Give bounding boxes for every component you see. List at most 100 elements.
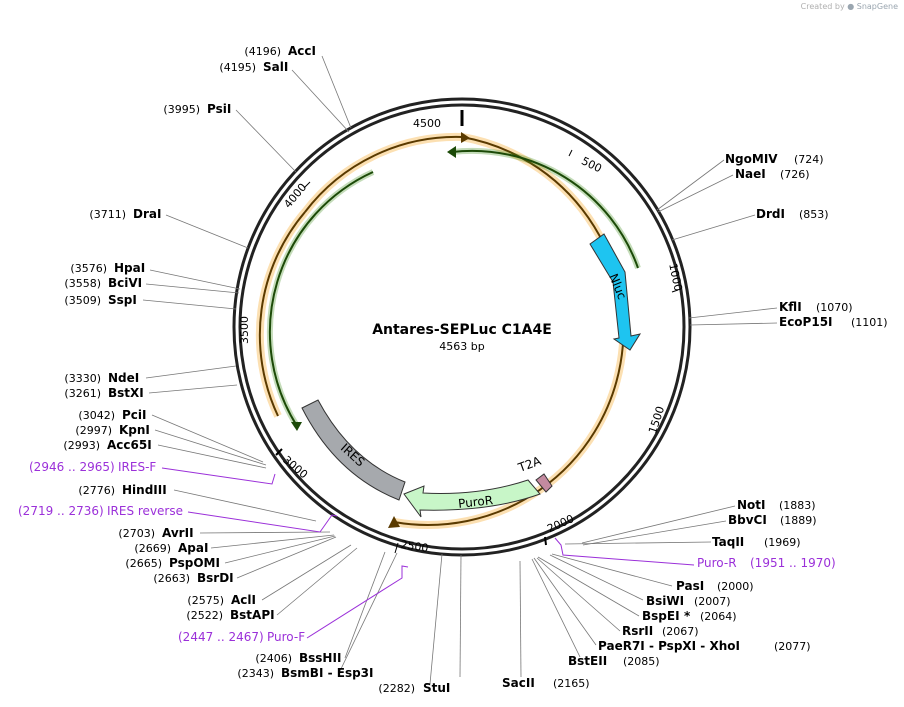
site-pos: (3711) (89, 208, 126, 221)
backbone-outer (232, 97, 692, 557)
primer-lines (161, 467, 695, 639)
site-pos: (4195) (219, 61, 256, 74)
site-name[interactable]: BstXI (108, 386, 144, 400)
site-pos: (3558) (64, 277, 101, 290)
site-pos: (1883) (779, 499, 816, 512)
site-name[interactable]: EcoP15I (779, 315, 833, 329)
snapgene-credit: Created by ● SnapGene (801, 2, 898, 11)
site-name[interactable]: PasI (676, 579, 704, 593)
site-name[interactable]: BsiWI (646, 594, 684, 608)
primer-name[interactable]: Puro-F (267, 630, 305, 644)
site-pos: (2997) (75, 424, 112, 437)
primer-name[interactable]: IRES-F (118, 460, 156, 474)
left-leader-lines (142, 55, 443, 685)
site-name[interactable]: AccI (288, 44, 316, 58)
site-pos: (3576) (70, 262, 107, 275)
site-name[interactable]: NaeI (735, 167, 766, 181)
site-pos: (2703) (118, 527, 155, 540)
site-name[interactable]: BbvCI (728, 513, 767, 527)
site-name[interactable]: Acc65I (107, 438, 152, 452)
orange-arc-head-start (461, 132, 470, 143)
green-arc2-line (268, 171, 374, 427)
site-name[interactable]: PspOMI (169, 556, 220, 570)
site-name[interactable]: BsrDI (197, 571, 234, 585)
site-name[interactable]: BsmBI - Esp3I (281, 666, 373, 680)
site-pos: (2575) (187, 594, 224, 607)
site-name[interactable]: PsiI (207, 102, 231, 116)
green-arc2-head (291, 422, 302, 431)
site-name[interactable]: HindIII (122, 483, 167, 497)
site-name[interactable]: ApaI (178, 541, 208, 555)
site-pos: (2165) (553, 677, 590, 690)
site-pos: (1969) (764, 536, 801, 549)
site-pos: (2669) (134, 542, 171, 555)
site-mark: * (684, 609, 691, 623)
tick-500: 500 (579, 154, 604, 175)
primer-name[interactable]: Puro-R (697, 556, 737, 570)
t2a-feature[interactable] (535, 473, 553, 493)
site-pos: (2007) (694, 595, 731, 608)
site-name[interactable]: KpnI (119, 423, 150, 437)
site-name[interactable]: SacII (502, 676, 535, 690)
site-name[interactable]: BspEI (642, 609, 680, 623)
puror-feature-arrow[interactable] (403, 479, 541, 518)
site-name[interactable]: PciI (122, 408, 147, 422)
site-name[interactable]: TaqII (712, 535, 744, 549)
site-name[interactable]: NotI (737, 498, 766, 512)
site-name[interactable]: StuI (423, 681, 450, 695)
site-name[interactable]: PaeR7I - PspXI - XhoI (598, 639, 740, 653)
primer-name[interactable]: IRES reverse (107, 504, 183, 518)
site-name[interactable]: SspI (108, 293, 137, 307)
site-pos: (2000) (717, 580, 754, 593)
primer-range: (2719 .. 2736) (18, 504, 104, 518)
ires-feature-arrow[interactable] (301, 399, 406, 501)
site-pos: (2522) (186, 609, 223, 622)
site-name[interactable]: BstAPI (230, 608, 275, 622)
site-name[interactable]: DrdI (756, 207, 785, 221)
site-pos: (726) (780, 168, 810, 181)
site-pos: (2085) (623, 655, 660, 668)
site-name[interactable]: BciVI (108, 276, 142, 290)
backbone-inner (238, 103, 686, 551)
site-name[interactable]: SalI (263, 60, 288, 74)
nluc-feature-arrow[interactable] (589, 233, 642, 351)
site-pos: (2665) (125, 557, 162, 570)
site-pos: (3330) (64, 372, 101, 385)
primer-range: (2447 .. 2467) (178, 630, 264, 644)
plasmid-length: 4563 bp (439, 340, 484, 353)
site-pos: (2077) (774, 640, 811, 653)
tick-4500: 4500 (413, 117, 441, 130)
site-name[interactable]: DraI (133, 207, 161, 221)
green-arc-line (451, 149, 639, 269)
site-name[interactable]: AvrII (162, 526, 194, 540)
site-pos: (2064) (700, 610, 737, 623)
site-pos: (1101) (851, 316, 888, 329)
primer-labels: (2946 .. 2965) IRES-F (2719 .. 2736) IRE… (18, 460, 836, 644)
site-pos: (3261) (64, 387, 101, 400)
orange-arc3-line (304, 135, 463, 213)
primer-range: (2946 .. 2965) (29, 460, 115, 474)
site-name[interactable]: BssHII (299, 651, 341, 665)
site-name[interactable]: NdeI (108, 371, 139, 385)
site-name[interactable]: NgoMIV (725, 152, 778, 166)
site-name[interactable]: KflI (779, 300, 802, 314)
left-site-labels: (4196) AccI (4195) SalI (3995) PsiI (371… (63, 44, 450, 695)
site-name[interactable]: BstEII (568, 654, 607, 668)
tick-1000: 1000 (666, 262, 685, 292)
site-pos: (2343) (237, 667, 274, 680)
site-pos: (1070) (816, 301, 853, 314)
site-pos: (3995) (163, 103, 200, 116)
site-name[interactable]: AclI (231, 593, 256, 607)
site-pos: (2282) (378, 682, 415, 695)
site-name[interactable]: RsrII (622, 624, 653, 638)
orange-arc-line (393, 136, 625, 526)
tick-2500: 2500 (400, 538, 430, 555)
tick-3500: 3500 (238, 316, 251, 344)
site-pos: (2663) (153, 572, 190, 585)
orange-arc-head-end (388, 516, 400, 528)
green-arc-head (447, 146, 456, 158)
right-leader-lines (459, 159, 778, 678)
site-name[interactable]: HpaI (114, 261, 145, 275)
site-pos: (3509) (64, 294, 101, 307)
